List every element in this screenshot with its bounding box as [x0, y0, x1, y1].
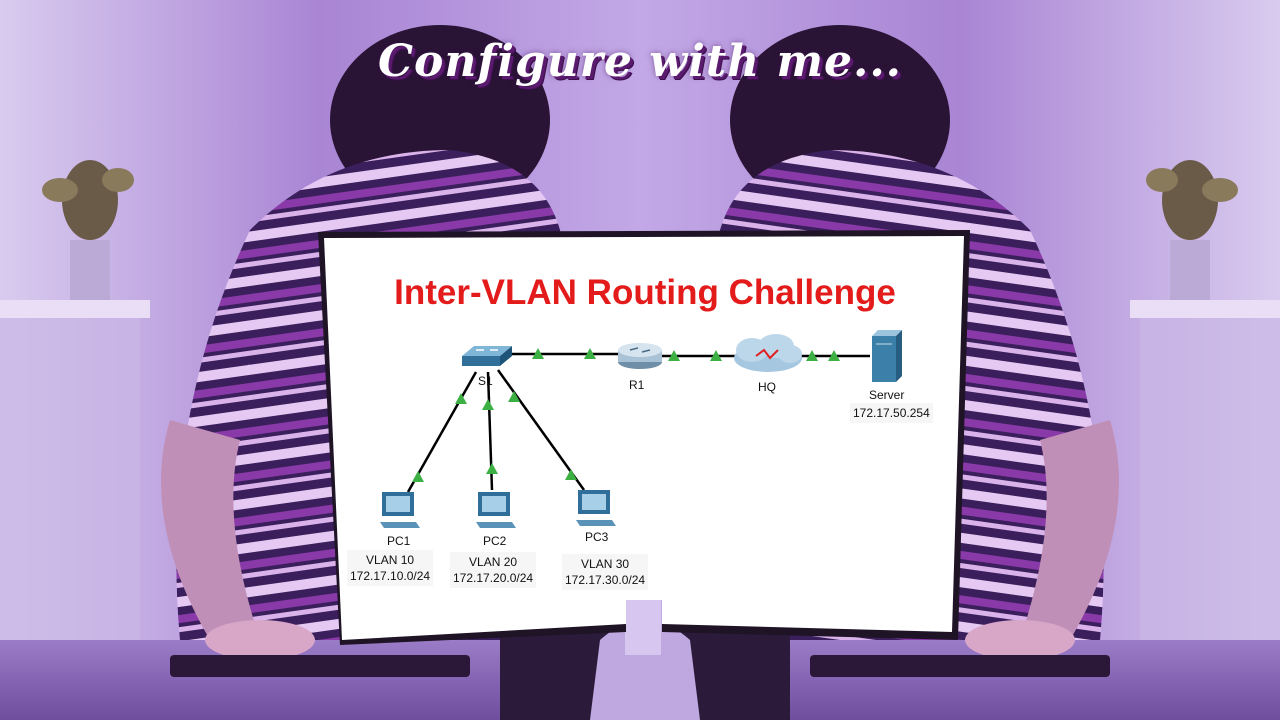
plant-right [1146, 160, 1238, 300]
pc3-vlan: VLAN 30 [581, 557, 630, 571]
cloud-label: HQ [758, 380, 776, 394]
pc3-info: VLAN 30 172.17.30.0/24 [562, 554, 649, 590]
pc3-subnet: 172.17.30.0/24 [565, 573, 646, 587]
pc1-subnet: 172.17.10.0/24 [350, 569, 431, 583]
pc2-subnet: 172.17.20.0/24 [453, 571, 534, 585]
pc1-label: PC1 [387, 534, 411, 548]
pc2-vlan: VLAN 20 [469, 555, 518, 569]
switch-label: S1 [478, 374, 493, 388]
diagram-card [324, 236, 964, 640]
pc2-label: PC2 [483, 534, 507, 548]
server-label: Server [869, 388, 905, 402]
diagram-title: Inter-VLAN Routing Challenge [394, 273, 896, 312]
pc1-info: VLAN 10 172.17.10.0/24 [347, 550, 434, 586]
pc3-label: PC3 [585, 530, 609, 544]
plant-left [42, 160, 134, 300]
pc2-info: VLAN 20 172.17.20.0/24 [450, 552, 537, 588]
router-label: R1 [629, 378, 645, 392]
headline-text: Configure with me... [378, 36, 902, 87]
server-address: 172.17.50.254 [850, 403, 933, 423]
pc1-vlan: VLAN 10 [366, 553, 415, 567]
